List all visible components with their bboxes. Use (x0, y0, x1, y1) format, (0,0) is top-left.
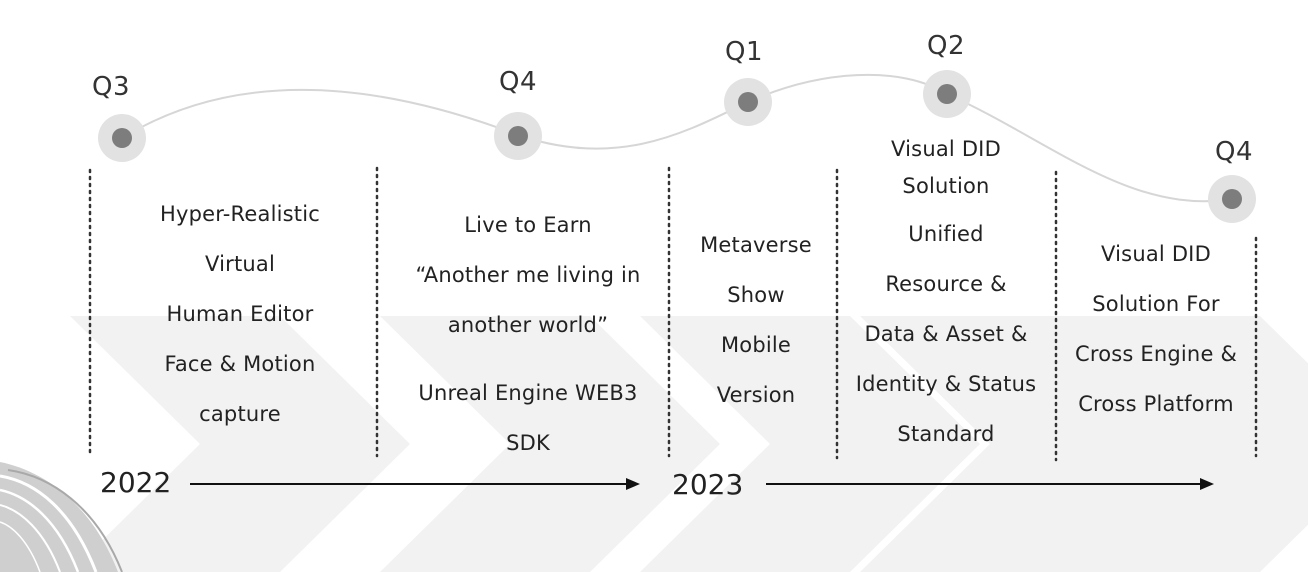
column-text: Mobile (720, 333, 792, 357)
milestone-dot-core (738, 92, 758, 112)
column-group: Visual DID Solution (838, 131, 1054, 205)
quarter-label: Q2 (926, 31, 966, 61)
column-group: Live to Earn “Another me living in anoth… (386, 200, 670, 350)
chevron-arrow (380, 316, 720, 572)
quarter-label: Q4 (1214, 137, 1254, 167)
column-text: Solution For (1092, 292, 1220, 316)
column-text: Visual DID (891, 137, 1001, 161)
column-text: Show (727, 283, 785, 307)
column-q4-2023: Visual DID Solution For Cross Engine & C… (1058, 229, 1254, 429)
milestone-dot (494, 112, 542, 160)
column-text: Cross Platform (1078, 392, 1234, 416)
chevron-arrow (70, 316, 410, 572)
column-group: Metaverse Show Mobile Version (676, 220, 836, 420)
milestone-dot-core (1222, 189, 1242, 209)
year-label-2023: 2023 (672, 468, 744, 501)
column-dividers (88, 166, 1258, 462)
column-text: Identity & Status (855, 372, 1037, 396)
milestone-dot (923, 70, 971, 118)
column-q1-2023: Metaverse Show Mobile Version (676, 220, 836, 420)
chevron-arrow (1050, 316, 1308, 572)
column-text: another world” (447, 313, 609, 337)
milestone-dot-core (937, 84, 957, 104)
milestone-dot (724, 78, 772, 126)
quarter-label: Q3 (91, 72, 131, 102)
timeline-curve (121, 73, 1233, 203)
column-q2-2023: Visual DID Solution Unified Resource & D… (838, 131, 1054, 459)
column-group: Unreal Engine WEB3 SDK (386, 368, 670, 468)
column-text: Live to Earn (464, 213, 592, 237)
swirl-decoration (0, 462, 123, 572)
column-text: Version (716, 383, 796, 407)
column-text: Cross Engine & (1074, 342, 1238, 366)
year-label-2022: 2022 (100, 466, 172, 499)
column-text: Face & Motion (164, 352, 316, 376)
year-arrow-2023 (766, 478, 1214, 490)
column-text: Data & Asset & (864, 322, 1028, 346)
column-text: Standard (897, 422, 995, 446)
milestone-dot (1208, 175, 1256, 223)
milestone-nodes (98, 70, 1256, 223)
column-group: Unified Resource & Data & Asset & Identi… (838, 209, 1054, 459)
column-text: Unreal Engine WEB3 (418, 381, 638, 405)
column-text: Virtual (204, 252, 276, 276)
column-q4-2022: Live to Earn “Another me living in anoth… (386, 200, 670, 468)
year-arrow-2022 (190, 478, 640, 490)
column-group: Hyper-Realistic Virtual Human Editor Fac… (112, 189, 368, 439)
chevron-arrow (640, 316, 980, 572)
column-text: Visual DID (1101, 242, 1211, 266)
column-text: capture (199, 402, 281, 426)
column-q3-2022: Hyper-Realistic Virtual Human Editor Fac… (112, 189, 368, 439)
chevron-band (70, 316, 1308, 572)
column-text: Solution (902, 174, 990, 198)
quarter-label: Q1 (724, 37, 764, 67)
milestone-dot-core (112, 128, 132, 148)
column-text: Resource & (885, 272, 1007, 296)
column-text: Human Editor (166, 302, 314, 326)
column-text: Hyper-Realistic (160, 202, 320, 226)
column-text: Unified (908, 222, 984, 246)
milestone-dot (98, 114, 146, 162)
column-text: “Another me living in (415, 263, 641, 287)
column-group: Visual DID Solution For Cross Engine & C… (1058, 229, 1254, 429)
column-text: Metaverse (700, 233, 812, 257)
quarter-label: Q4 (498, 67, 538, 97)
column-text: SDK (506, 431, 550, 455)
milestone-dot-core (508, 126, 528, 146)
